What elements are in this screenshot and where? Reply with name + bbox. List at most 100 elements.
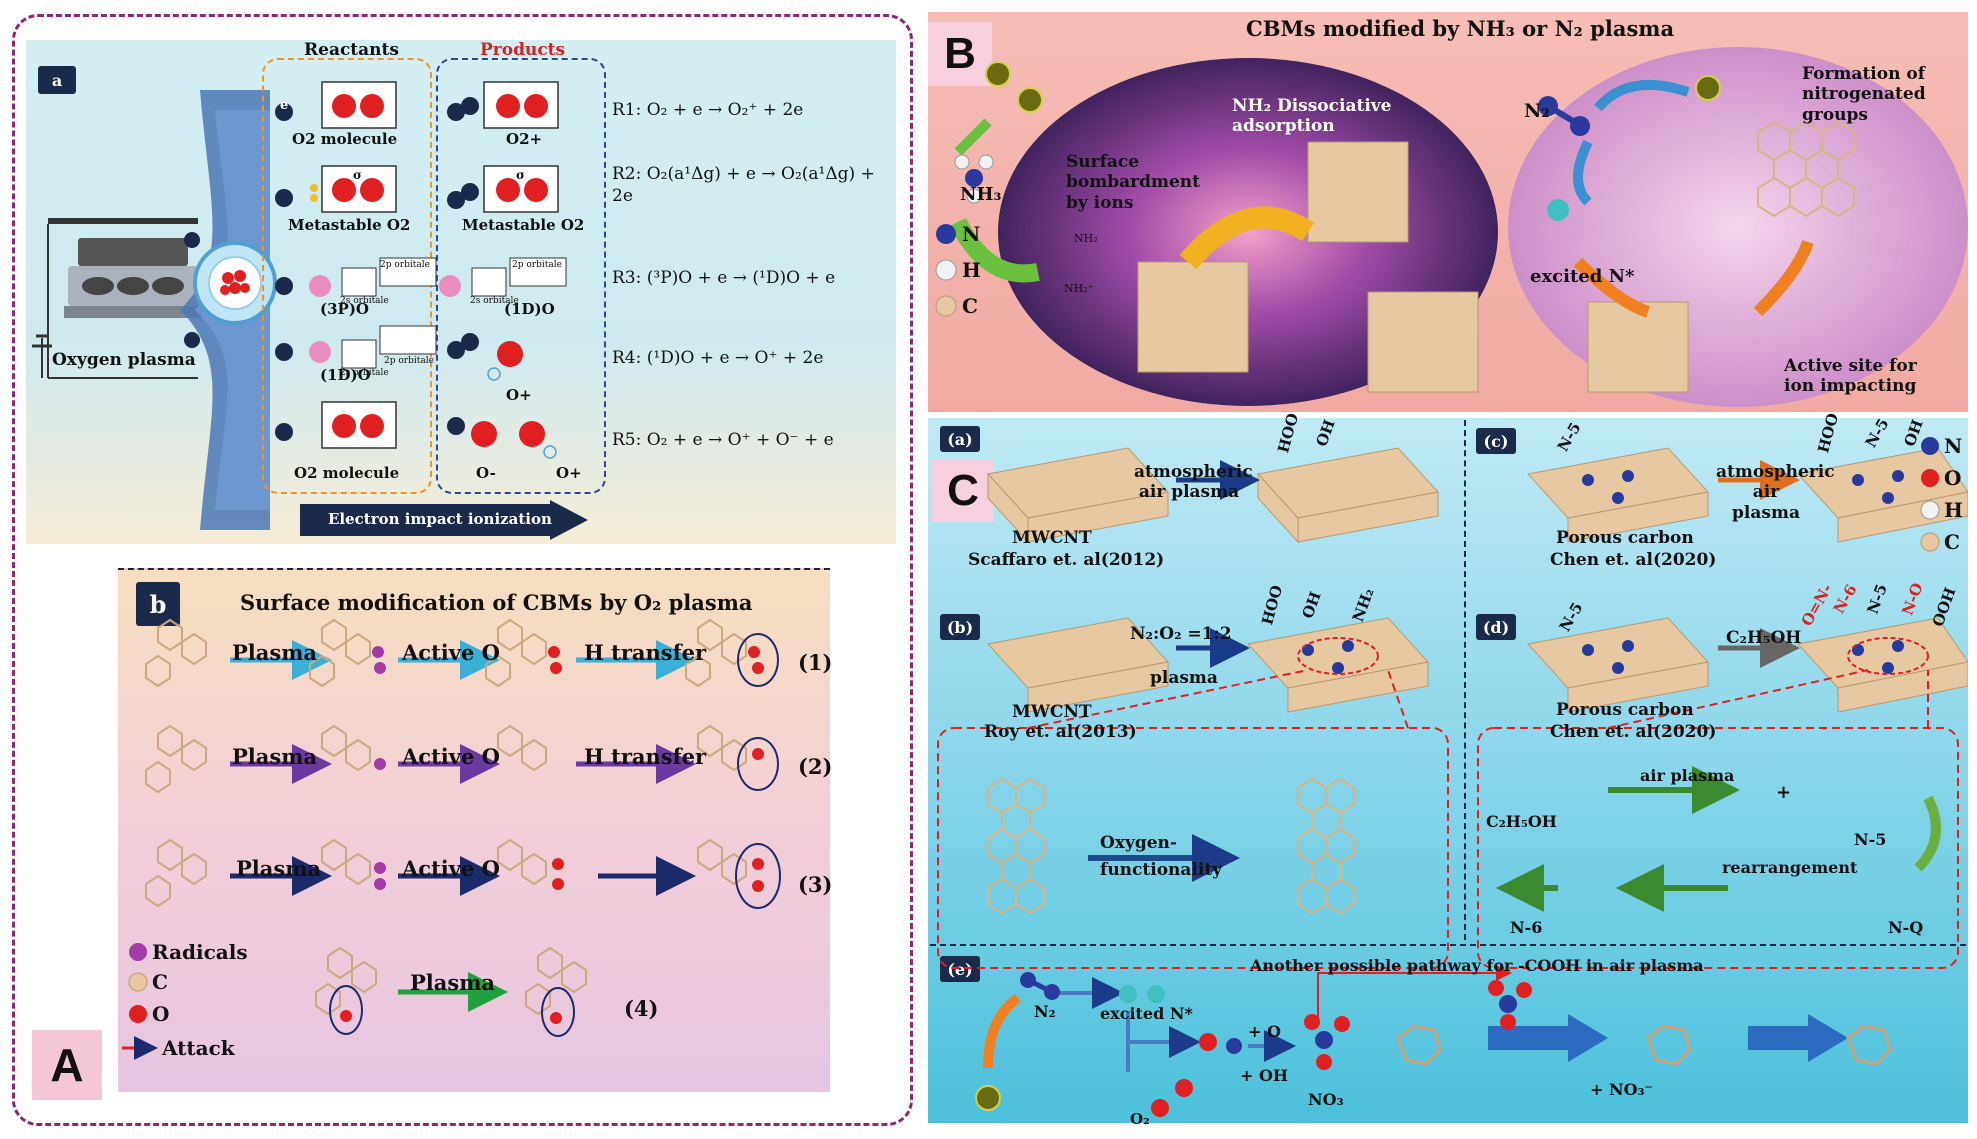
c-d-inset-air-plasma: air plasma <box>1640 766 1735 785</box>
c-b-cite1: MWCNT <box>1012 702 1092 722</box>
b-legend-c: C <box>962 294 978 318</box>
c-e-tag: (e) <box>940 956 980 982</box>
orbital-2s-r4: 2s orbitale <box>340 368 389 378</box>
b-row4-num: (4) <box>624 996 659 1021</box>
reaction-r2-cont: 2e <box>612 186 633 206</box>
c-a-arrow-label: atmospheric air plasma <box>1134 462 1253 503</box>
c-d-arrow-label: C₂H₅OH <box>1726 628 1802 648</box>
electron-in-plasma <box>184 232 200 348</box>
panel-b-scene <box>935 47 1968 407</box>
b-row3-s1: Plasma <box>236 856 322 881</box>
panel-a-b-title: Surface modification of CBMs by O₂ plasm… <box>240 590 753 615</box>
ionization-label: Electron impact ionization <box>328 510 552 528</box>
panel-label-a: A <box>32 1030 102 1100</box>
active-site-label: Active site for ion impacting <box>1784 356 1917 397</box>
sigma-r2: σ <box>353 168 362 182</box>
reactant-label-5: O2 molecule <box>294 464 400 482</box>
c-e-no3: NO₃ <box>1308 1090 1344 1109</box>
reaction-r2: R2: O₂(a¹Δg) + e → O₂(a¹Δg) + <box>612 164 875 184</box>
electron-label-r1: e <box>280 98 289 113</box>
products-box <box>436 58 606 494</box>
c-a-tag: (a) <box>940 426 980 452</box>
nh2-small-label: NH₂ <box>1074 232 1098 245</box>
panel-a-frame <box>12 14 913 1126</box>
c-d-tag: (d) <box>1476 614 1516 640</box>
panel-c-divider-v <box>1464 420 1466 940</box>
c-e-title: Another possible pathway for -COOH in ai… <box>1250 956 1704 975</box>
c-c-cite2: Chen et. al(2020) <box>1550 550 1717 570</box>
product-label-4: O+ <box>506 386 532 404</box>
panel-b-title: CBMs modified by NH₃ or N₂ plasma <box>1246 16 1675 41</box>
c-b-cite2: Roy et. al(2013) <box>984 722 1137 742</box>
b-row2-s3: H transfer <box>584 744 707 769</box>
c-a-cite2: Scaffaro et. al(2012) <box>968 550 1165 570</box>
panel-c-scene <box>937 437 1968 1117</box>
c-d-cite2: Chen et. al(2020) <box>1550 722 1717 742</box>
product-label-6: O+ <box>556 464 582 482</box>
reaction-r1: R1: O₂ + e → O₂⁺ + 2e <box>612 100 804 120</box>
b-row3-num: (3) <box>798 872 833 897</box>
panel-a-a-tag: a <box>38 66 76 94</box>
product-label-2: Metastable O2 <box>462 216 585 234</box>
c-e-plus-oh: + OH <box>1240 1066 1289 1085</box>
c-a-cite1: MWCNT <box>1012 528 1092 548</box>
c-legend-o: O <box>1944 466 1962 490</box>
oxygen-plasma-label: Oxygen plasma <box>52 350 196 370</box>
legend-attack: Attack <box>162 1036 235 1060</box>
b-row1-num: (1) <box>798 650 833 675</box>
c-e-plus-o: + O <box>1248 1022 1281 1041</box>
c-legend-n: N <box>1944 434 1963 458</box>
c-d-inset-ethanol: C₂H₅OH <box>1486 812 1557 831</box>
c-d-inset-rearr: rearrangement <box>1722 858 1858 877</box>
c-b-arrow1: N₂:O₂ =1:2 <box>1130 624 1232 644</box>
c-b-tag: (b) <box>940 614 980 640</box>
c-legend-c: C <box>1944 530 1960 554</box>
b-legend-n: N <box>962 222 981 246</box>
panel-a-b-tag: b <box>136 582 180 626</box>
c-c-arrow-label: atmospheric air plasma <box>1716 462 1835 523</box>
legend-oxygen: O <box>152 1002 170 1026</box>
sigma-p2: σ <box>516 168 525 182</box>
b-legend-h: H <box>962 258 981 282</box>
legend-radicals: Radicals <box>152 940 248 964</box>
c-e-excited: excited N* <box>1100 1004 1193 1023</box>
c-b-inset-label: Oxygen-functionality <box>1100 833 1223 881</box>
product-label-3: (1D)O <box>504 300 555 318</box>
c-d-inset-n5: N-5 <box>1854 830 1887 849</box>
legend-carbon: C <box>152 970 168 994</box>
plasma-reactor <box>32 218 202 379</box>
surface-bombardment-label: Surface bombardment by ions <box>1066 152 1200 213</box>
c-e-o2: O₂ <box>1130 1110 1150 1128</box>
n2-label: N₂ <box>1524 100 1550 122</box>
c-c-tag: (c) <box>1476 428 1516 454</box>
c-e-plus-no3: + NO₃⁻ <box>1590 1080 1653 1099</box>
reaction-r4: R4: (¹D)O + e → O⁺ + 2e <box>612 348 824 368</box>
b-row4-s1: Plasma <box>410 970 496 995</box>
orbital-2p-r3: 2p orbitale <box>380 260 430 270</box>
b-row1-s1: Plasma <box>232 640 318 665</box>
nh2-dissociative-label: NH₂ Dissociative adsorption <box>1232 96 1392 137</box>
c-b-arrow2: plasma <box>1150 668 1218 688</box>
product-label-1: O2+ <box>506 130 543 148</box>
b-row2-s2: Active O <box>402 744 500 769</box>
b-row1-s3: H transfer <box>584 640 707 665</box>
reactant-label-4: (1D)O <box>320 366 371 384</box>
c-d-inset-nq: N-Q <box>1888 918 1924 937</box>
products-header: Products <box>480 40 566 60</box>
nh3-label: NH₃ <box>960 184 1002 205</box>
reactants-header: Reactants <box>304 40 399 60</box>
reactant-label-1: O2 molecule <box>292 130 398 148</box>
orbital-2p-r4: 2p orbitale <box>384 356 434 366</box>
ionization-arrow <box>300 500 588 540</box>
orbital-2s-r3: 2s orbitale <box>340 296 389 306</box>
formation-label: Formation of nitrogenated groups <box>1802 64 1926 125</box>
reactant-label-2: Metastable O2 <box>288 216 411 234</box>
c-e-n2: N₂ <box>1034 1002 1056 1021</box>
b-row3-s2: Active O <box>402 856 500 881</box>
b-row2-s1: Plasma <box>232 744 318 769</box>
nh2-plus-label: NH₂⁺ <box>1064 282 1094 295</box>
c-d-inset-n6: N-6 <box>1510 918 1543 937</box>
b-row2-num: (2) <box>798 754 833 779</box>
reaction-r5: R5: O₂ + e → O⁺ + O⁻ + e <box>612 430 834 450</box>
excited-n-label: excited N* <box>1530 266 1635 287</box>
